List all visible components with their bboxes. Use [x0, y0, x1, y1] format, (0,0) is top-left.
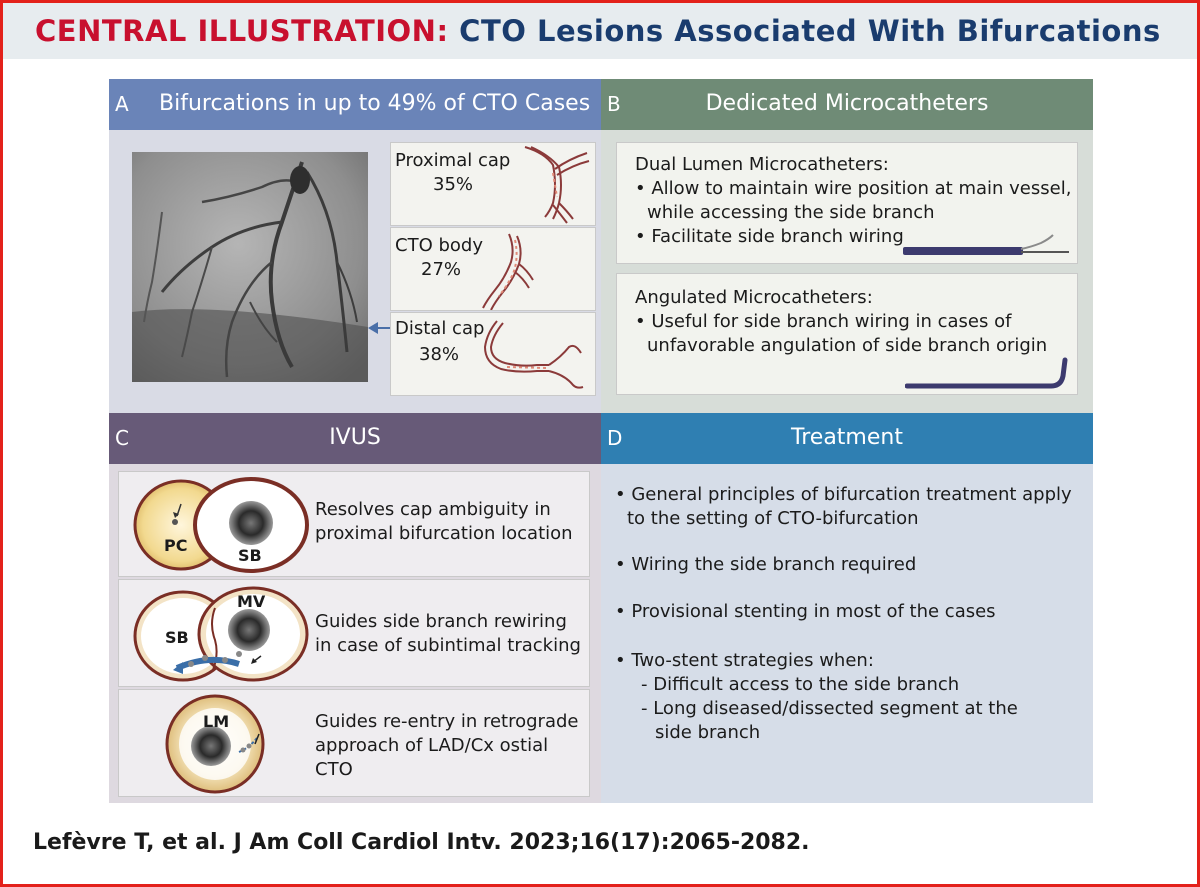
microcatheter-card-dual-lumen: Dual Lumen Microcatheters: • Allow to ma… — [616, 142, 1078, 264]
figure-title: CENTRAL ILLUSTRATION: CTO Lesions Associ… — [35, 14, 1161, 48]
treatment-item: • Provisional stenting in most of the ca… — [615, 601, 996, 622]
panel-c-letter: C — [115, 426, 129, 450]
title-bar: CENTRAL ILLUSTRATION: CTO Lesions Associ… — [3, 3, 1197, 59]
treatment-item: • General principles of bifurcation trea… — [615, 484, 1072, 505]
location-percent: 27% — [421, 259, 462, 280]
treatment-subitem-cont: side branch — [655, 722, 761, 743]
panel-a-title: Bifurcations in up to 49% of CTO Cases — [159, 91, 591, 116]
panel-d-header: D Treatment — [601, 413, 1093, 464]
ivus-label-sb: SB — [238, 546, 262, 565]
ivus-desc: Resolves cap ambiguity in — [315, 499, 551, 520]
ivus-label-lm: LM — [203, 712, 230, 731]
location-name: Distal cap — [395, 318, 485, 339]
panel-b-header: B Dedicated Microcatheters — [601, 79, 1093, 130]
location-card-body: CTO body 27% — [390, 227, 596, 311]
panel-c-title: IVUS — [329, 425, 381, 450]
dual-lumen-catheter-icon — [903, 234, 1069, 255]
panel-b-title: Dedicated Microcatheters — [705, 91, 989, 116]
location-percent: 38% — [419, 344, 460, 365]
panel-d-title: Treatment — [791, 425, 903, 450]
ivus-label-sb: SB — [165, 628, 189, 647]
panel-a-letter: A — [115, 92, 129, 116]
microcatheter-card-angulated: Angulated Microcatheters: • Useful for s… — [616, 273, 1078, 395]
ivus-desc: Guides side branch rewiring — [315, 611, 567, 632]
location-card-distal: Distal cap 38% — [390, 312, 596, 396]
card-heading: Angulated Microcatheters: — [635, 287, 873, 308]
citation: Lefèvre T, et al. J Am Coll Cardiol Intv… — [33, 830, 810, 855]
proximal-cap-vessel-icon — [524, 146, 590, 224]
location-name: CTO body — [395, 235, 483, 256]
ivus-desc: proximal bifurcation location — [315, 523, 573, 544]
treatment-item: • Two-stent strategies when: — [615, 650, 874, 671]
ivus-label-pc: PC — [164, 536, 188, 555]
card-line: • Useful for side branch wiring in cases… — [635, 311, 1012, 332]
panel-d-body: • General principles of bifurcation trea… — [601, 464, 1093, 803]
card-heading: Dual Lumen Microcatheters: — [635, 154, 889, 175]
ivus-card-reentry: LM Guides re-entry in retrograde approac… — [118, 689, 590, 797]
ivus-desc: in case of subintimal tracking — [315, 635, 581, 656]
treatment-item: • Wiring the side branch required — [615, 554, 917, 575]
treatment-subitem: - Long diseased/dissected segment at the — [641, 698, 1018, 719]
ivus-desc: Guides re-entry in retrograde — [315, 711, 579, 732]
ivus-label-mv: MV — [237, 592, 266, 611]
ivus-desc: approach of LAD/Cx ostial — [315, 735, 549, 756]
ivus-subintimal-icon — [133, 586, 309, 682]
card-line: unfavorable angulation of side branch or… — [647, 335, 1048, 356]
treatment-subitem: - Difficult access to the side branch — [641, 674, 960, 695]
panel-c-header: C IVUS — [109, 413, 601, 464]
distal-cap-vessel-icon — [483, 320, 584, 389]
ivus-desc: CTO — [315, 759, 353, 780]
location-name: Proximal cap — [395, 150, 511, 171]
ivus-left-main-icon — [165, 694, 265, 794]
angiogram-image — [132, 152, 368, 382]
panel-b-letter: B — [607, 92, 621, 116]
panel-a-header: A Bifurcations in up to 49% of CTO Cases — [109, 79, 601, 130]
location-card-proximal: Proximal cap 35% — [390, 142, 596, 226]
card-line: while accessing the side branch — [647, 202, 935, 223]
figure-label: CENTRAL ILLUSTRATION: — [35, 14, 449, 48]
card-line: • Allow to maintain wire position at mai… — [635, 178, 1072, 199]
angulated-catheter-icon — [905, 357, 1068, 389]
panel-d-letter: D — [607, 426, 623, 450]
figure-heading: CTO Lesions Associated With Bifurcations — [459, 14, 1161, 48]
cto-body-vessel-icon — [482, 233, 534, 310]
card-line: • Facilitate side branch wiring — [635, 226, 904, 247]
ivus-card-cap-ambiguity: PC SB Resolves cap ambiguity in proximal… — [118, 471, 590, 577]
location-percent: 35% — [433, 174, 474, 195]
ivus-card-rewiring: SB MV Guides side branch rewiring in cas… — [118, 579, 590, 687]
ivus-proximal-cap-icon — [133, 477, 309, 573]
treatment-item-cont: to the setting of CTO-bifurcation — [627, 508, 919, 529]
